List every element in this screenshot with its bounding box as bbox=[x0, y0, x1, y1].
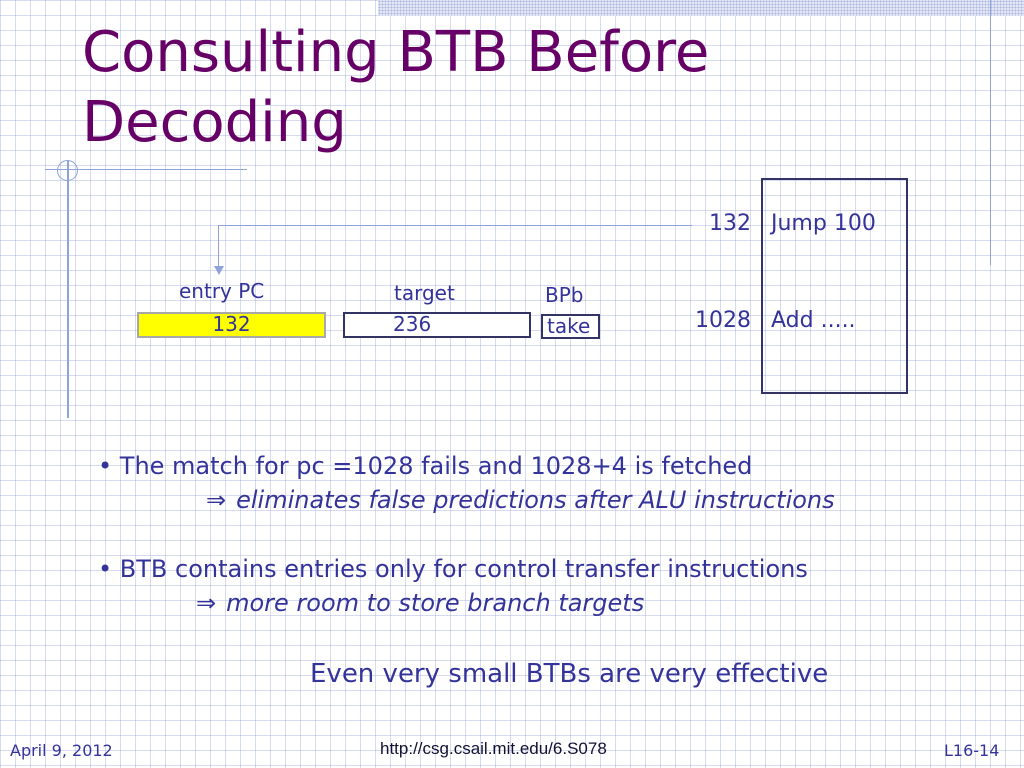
implies-arrow-icon: ⇒ bbox=[206, 486, 227, 514]
bullet-2-sub-text: more room to store branch targets bbox=[226, 589, 645, 617]
slide-number: L16-14 bbox=[944, 741, 1000, 760]
arrow-down-icon bbox=[214, 266, 224, 275]
memory-address-1: 132 bbox=[709, 211, 751, 236]
bpb-header: BPb bbox=[545, 283, 584, 307]
entry-pc-field: 132 bbox=[137, 312, 326, 338]
memory-instruction-2: Add ..... bbox=[771, 308, 856, 333]
slide-title: Consulting BTB Before Decoding bbox=[82, 20, 710, 155]
pointer-line-horizontal bbox=[218, 225, 692, 226]
target-field: 236 bbox=[343, 312, 531, 338]
bullet-2-sub: ⇒ more room to store branch targets bbox=[196, 589, 644, 617]
bullet-1-sub: ⇒ eliminates false predictions after ALU … bbox=[206, 486, 835, 514]
memory-address-2: 1028 bbox=[695, 308, 751, 333]
instruction-memory-box bbox=[761, 178, 908, 394]
bullet-2: • BTB contains entries only for control … bbox=[98, 555, 808, 583]
bullet-1: • The match for pc =1028 fails and 1028+… bbox=[98, 452, 753, 480]
circle-ornament-icon bbox=[57, 160, 78, 181]
entry-pc-header: entry PC bbox=[179, 279, 265, 303]
decor-vertical-line-left bbox=[67, 160, 69, 418]
implies-arrow-icon: ⇒ bbox=[196, 589, 217, 617]
bullet-1-sub-text: eliminates false predictions after ALU i… bbox=[236, 486, 835, 514]
memory-instruction-1: Jump 100 bbox=[771, 211, 876, 236]
tagline: Even very small BTBs are very effective bbox=[310, 659, 829, 689]
decor-vertical-line-right bbox=[990, 0, 991, 265]
footer-date: April 9, 2012 bbox=[10, 741, 113, 760]
title-underline bbox=[45, 169, 247, 170]
pointer-line-vertical bbox=[218, 225, 219, 269]
target-header: target bbox=[394, 281, 455, 305]
dotted-header-band bbox=[378, 0, 1024, 16]
bpb-field: take bbox=[541, 314, 600, 339]
footer-url: http://csg.csail.mit.edu/6.S078 bbox=[380, 739, 607, 758]
